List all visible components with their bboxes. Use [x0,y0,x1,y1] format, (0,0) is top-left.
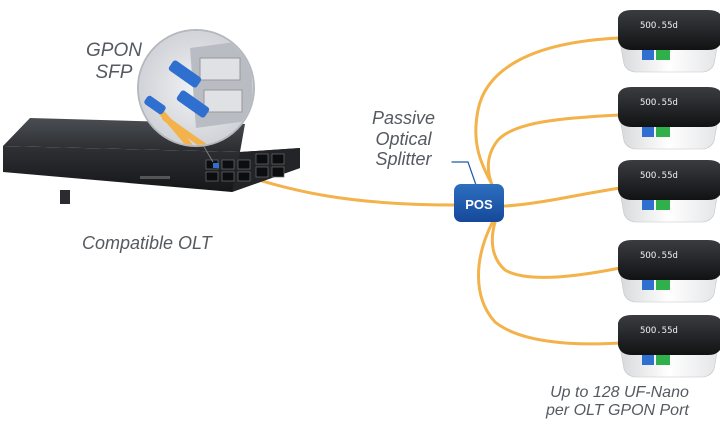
uf-nano-sfp-port [642,50,654,60]
fiber-pos-to-nano-2 [486,113,622,205]
splitter-label-line3: Splitter [375,149,432,170]
fiber-pos-to-nano-1 [474,36,622,202]
uf-nano-display: 5OO.55d [640,21,678,31]
uf-nano-sfp-port [642,127,654,137]
gpon-sfp-zoom [137,29,255,147]
uf-nano-display: 5OO.55d [640,171,678,181]
uf-nano-device: 5OO.55d [618,315,720,378]
uf-nano-display: 5OO.55d [640,251,678,261]
uf-nano-sfp-port [642,355,654,365]
fiber-pos-to-nano-5 [477,210,622,346]
olt-rack-ear-left [60,190,70,204]
uf-nano-display: 5OO.55d [640,326,678,336]
uf-nano-capacity-label: Up to 128 UF-Nano per OLT GPON Port [546,384,689,421]
sfp-connector [213,163,219,168]
uf-nano-ethernet-port [656,280,670,290]
uf-nano-ethernet-port [656,127,670,137]
olt-device [3,118,300,204]
pos-label: POS [465,197,493,212]
olt-port-block [205,153,285,182]
uf-nano-display: 5OO.55d [640,98,678,108]
uf-nano-sfp-port [642,280,654,290]
uf-nano-ethernet-port [656,50,670,60]
uf-nano-ethernet-port [656,200,670,210]
uf-nano-device: 5OO.55d [618,10,720,73]
uf-nano-sfp-port [642,200,654,210]
compatible-olt-label: Compatible OLT [82,233,212,253]
passive-optical-splitter-label: Passive Optical Splitter [372,108,435,170]
uf-nano-device: 5OO.55d [618,87,720,150]
fiber-splitter-callout [451,161,477,186]
pos-box [454,184,504,222]
uf-nano-devices: 5OO.55d 5OO.55d 5OO.55d 5OO.55d 5OO.55d [618,10,720,378]
olt-led-strip [140,176,170,179]
uf-nano-device: 5OO.55d [618,240,720,303]
ufnano-label-line1: Up to 128 UF-Nano [550,384,689,401]
gpon-label-line1: GPON [86,40,142,61]
fiber-pos-to-nano-4 [490,208,622,279]
sfp-lc-connector-2 [176,90,210,118]
sfp-lc-connector-1 [168,60,202,88]
zoom-pointer-line [202,144,214,163]
gpon-label-line2: SFP [95,61,133,83]
fiber-cables [211,36,622,346]
gpon-sfp-label: GPON SFP [86,40,142,84]
fiber-pos-to-nano-3 [503,186,622,208]
uf-nano-ethernet-port [656,355,670,365]
uf-nano-device: 5OO.55d [618,160,720,223]
splitter-label-line2: Optical [375,128,432,149]
pos-splitter: POS [454,184,504,222]
splitter-label-line1: Passive [372,108,436,128]
ufnano-label-line2: per OLT GPON Port [546,402,689,420]
